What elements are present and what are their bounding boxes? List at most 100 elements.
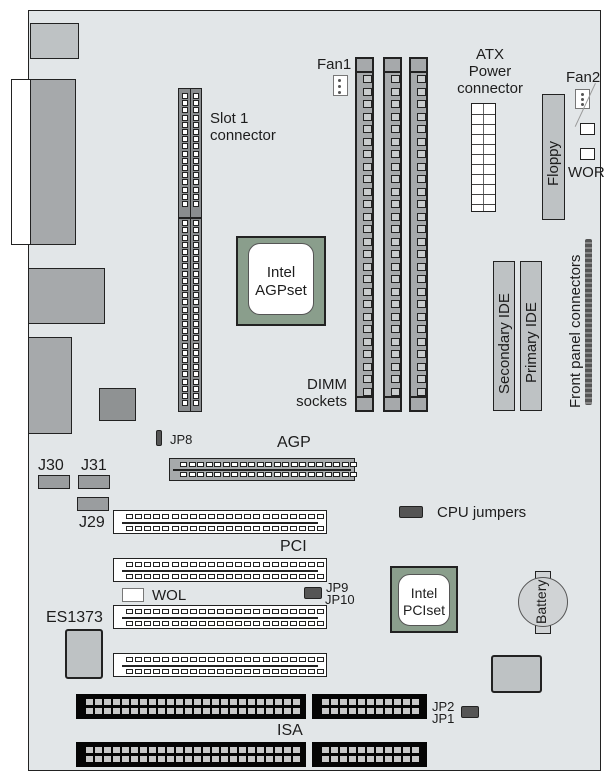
isa-pin (358, 756, 365, 762)
isa-pin (203, 756, 210, 762)
pci-pin (308, 562, 315, 567)
dimm-pin (391, 250, 400, 258)
dimm-pin (363, 362, 372, 371)
pci-pin (198, 621, 206, 626)
pci-pin (298, 621, 306, 626)
pin (193, 364, 199, 371)
pci-pin (135, 621, 143, 626)
pci-pin (153, 657, 161, 662)
pin (182, 165, 188, 171)
isa-pin (275, 756, 282, 762)
pci-pin (217, 621, 224, 626)
pci-pin (207, 669, 215, 674)
isa-pin (149, 699, 156, 705)
dimm-pin (417, 287, 426, 296)
atx-row-line (472, 124, 495, 125)
battery-label: Battery (533, 579, 549, 624)
pci-pin (226, 669, 234, 674)
pci-pin (280, 562, 288, 567)
pci-pin (298, 609, 306, 614)
isa-pin (185, 699, 192, 705)
isa-pin (412, 747, 419, 753)
pin (182, 306, 188, 313)
isa-pin (185, 756, 192, 762)
dimm-pin (363, 137, 372, 146)
pci-pin (308, 669, 315, 674)
agp-pin (290, 472, 298, 477)
pci-pin (153, 514, 161, 519)
isa-pin (394, 747, 401, 753)
dimm-pin (391, 275, 400, 283)
isa-pin (376, 756, 383, 762)
pci-pin (289, 609, 297, 614)
isa-pin (385, 699, 392, 705)
pci-pin (144, 621, 152, 626)
isa-pin (248, 708, 255, 714)
isa-pin (158, 756, 165, 762)
dimm-pin (417, 87, 426, 96)
pci-pin (126, 514, 133, 519)
isa-pin (104, 708, 111, 714)
pci-pin (180, 514, 188, 519)
agp-pin (188, 462, 196, 467)
isa-pin (176, 756, 183, 762)
isa-pin (86, 756, 93, 762)
pci-pin (153, 574, 161, 579)
pci-pin (189, 609, 197, 614)
pci-pin (280, 657, 288, 662)
slot1-connector (178, 88, 202, 412)
isa-pin (203, 699, 210, 705)
pci-pin (226, 574, 234, 579)
pci-divider (122, 570, 318, 572)
dimm-pin (417, 237, 426, 246)
pci-pin (298, 657, 306, 662)
pin (193, 172, 199, 179)
parallel-serial-ports (30, 79, 76, 245)
cpu-jumpers-label: CPU jumpers (437, 504, 527, 521)
dimm-pin (363, 375, 372, 383)
dimm-pin (417, 112, 426, 121)
agp-pin (214, 462, 221, 467)
pci-pin (271, 609, 279, 614)
pci-pin (317, 514, 325, 519)
agp-pin (333, 472, 340, 477)
pci-slot-4 (113, 653, 327, 677)
isa-pin (194, 756, 201, 762)
dimm-pin (363, 250, 372, 258)
pciset-label-line2: PCIset (402, 602, 445, 618)
primary-ide-label: Primary IDE (523, 302, 540, 383)
pin (193, 220, 199, 227)
jp10-label: JP10 (325, 592, 355, 607)
isa-pin (212, 699, 219, 705)
isa-pin (221, 708, 228, 714)
pci-pin (253, 621, 261, 626)
dimm-pin (417, 375, 426, 383)
pci-pin (207, 609, 215, 614)
pci-pin (317, 669, 325, 674)
dimm-pin (363, 87, 372, 96)
isa-pin (95, 699, 102, 705)
pci-pin (289, 574, 297, 579)
atx-row-line (472, 134, 495, 135)
pin (193, 201, 199, 207)
dimm-pin (417, 187, 426, 196)
pci-pin (126, 562, 133, 567)
pci-pin (144, 609, 152, 614)
audio-game-port (28, 337, 72, 434)
jp1-label: JP1 (432, 711, 455, 726)
dimm-pin (363, 125, 372, 133)
isa-pin (131, 756, 138, 762)
dimm-pin (363, 337, 372, 346)
atx-power-label: ATX Power connector (452, 46, 528, 97)
pci-pin (189, 526, 197, 531)
pin (193, 249, 199, 255)
pin (193, 234, 199, 241)
agp-pin (341, 462, 349, 467)
dimm-pin (417, 162, 426, 171)
agp-pin (341, 472, 349, 477)
pin (182, 256, 188, 263)
dimm-pin (391, 387, 400, 396)
pci-pin (171, 657, 179, 662)
isa-pin (257, 756, 264, 762)
pci-pin (162, 621, 170, 626)
